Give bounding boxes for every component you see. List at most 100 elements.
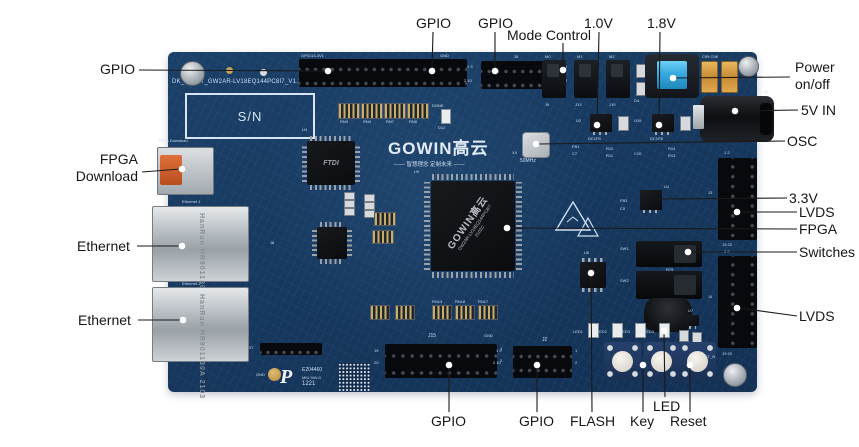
gnd-gold-pad — [268, 368, 281, 381]
done-led-silkscreen: DONE — [432, 103, 444, 108]
u4-silkscreen: U4 — [302, 127, 308, 132]
led1 — [588, 323, 599, 338]
j5-pin-numbers: 2 10 — [464, 78, 472, 83]
c10-silkscreen: C10 — [634, 151, 642, 156]
j4-pin1920-silkscreen: 19 20 — [722, 351, 733, 356]
j5-pin-numbers: 2 — [565, 78, 568, 83]
fpga-chip: GOWIN高云 GW2AR-LV18EQ144PC8I7 2102C — [424, 174, 522, 278]
c7-silkscreen: C7 — [572, 151, 578, 156]
callout-ethernet-top: Ethernet — [77, 238, 130, 254]
led1-silkscreen: LED1 — [573, 329, 584, 334]
callout-switches: Switches — [799, 244, 856, 260]
rn7-silkscreen: RN7 — [386, 119, 395, 124]
j5-pin-numbers: 1 — [565, 64, 568, 69]
sw1-silkscreen: SW1 — [620, 246, 629, 251]
resistor-network — [395, 305, 415, 320]
passive-part — [344, 192, 355, 200]
small-header-strip — [260, 343, 322, 355]
callout-mode-control: Mode Control — [507, 27, 592, 43]
u2-silkscreen: U2 — [576, 118, 582, 123]
gpio-header-bottom-2 — [513, 346, 572, 378]
r11-silkscreen: R11 — [606, 153, 614, 158]
u7-silkscreen: U7 — [688, 308, 694, 313]
slide-switch-sw2 — [636, 271, 702, 299]
j15-pin-numbers: 1 — [500, 346, 503, 351]
passive-part — [679, 330, 689, 342]
resistor-network — [407, 103, 429, 119]
mode-jumper-silkscreen: M0 — [545, 54, 551, 59]
gpio-header-top-1 — [299, 59, 467, 87]
c5-silkscreen: C5 — [620, 206, 626, 211]
callout-key: Key — [630, 413, 655, 429]
resistor-network — [361, 103, 383, 119]
j15-pin-numbers: 2 — [500, 358, 503, 363]
callout-5v-in: 5V IN — [801, 102, 837, 118]
callout-gpio-top-1: GPIO — [416, 15, 452, 31]
callout-gpio-left: GPIO — [100, 61, 136, 77]
j3-pin12-silkscreen: 1 2 — [724, 150, 730, 155]
cap-c6 — [618, 116, 629, 131]
callout-1v8: 1.8V — [647, 15, 676, 31]
j3-silkscreen: J3 — [708, 190, 713, 195]
r79-silkscreen: R79 — [666, 267, 674, 272]
regulator-u1 — [640, 190, 662, 213]
slide-switch-sw1 — [636, 241, 702, 267]
passive-part — [344, 208, 355, 216]
osc-freq-silkscreen: 50MHz — [520, 158, 536, 164]
resistor-cluster — [372, 230, 394, 244]
resistor-network — [370, 305, 390, 320]
fpga-download-silkscreen: FPGA Download — [158, 138, 188, 143]
ethernet-jack-1: HanRun HR901130A 2103 — [152, 206, 249, 318]
callout-lvds-bottom: LVDS — [799, 308, 835, 324]
r14-silkscreen: R14 — [668, 146, 676, 151]
u6-silkscreen: U6 — [584, 250, 590, 255]
dc1p0-silkscreen: DC1P0 — [588, 136, 601, 141]
ethernet-jack-2: HanRun HR901130A 2103 — [152, 287, 249, 399]
resistor-network — [384, 103, 406, 119]
ul-logo: P — [280, 366, 293, 388]
resistor-network — [432, 305, 452, 320]
j5-silkscreen: J5 — [514, 54, 519, 59]
j2-pin-numbers: 1 9 — [496, 348, 502, 353]
gnd-silkscreen: GND — [440, 53, 449, 58]
mode-jumper-1 — [542, 60, 566, 98]
rn3-silkscreen: RN3 — [340, 119, 349, 124]
callout-flash: FLASH — [570, 413, 616, 429]
j13-silkscreen: J13 — [575, 102, 582, 107]
j2-silkscreen: J2 — [542, 337, 548, 343]
lvds-header-j4 — [718, 256, 757, 348]
r12-silkscreen: R12 — [606, 146, 614, 151]
callout-lvds-top: LVDS — [799, 204, 835, 220]
board-title-silkscreen: DK_START_GW2AR-LV18EQ144PC8I7_V1.1 — [172, 79, 302, 85]
fb1-silkscreen: FB1 — [572, 144, 580, 149]
ul-rating-silkscreen: MIU 94V-0 — [302, 375, 321, 380]
j8-silkscreen: J8 — [270, 240, 275, 245]
callout-3v3: 3.3V — [789, 190, 818, 206]
led2 — [612, 323, 623, 338]
screw-bottom-right — [723, 363, 747, 387]
mode-jumper-3 — [606, 60, 630, 98]
resistor-network — [478, 305, 498, 320]
j2-pin-numbers: 1 — [575, 348, 578, 353]
datamatrix-code — [338, 363, 370, 391]
gowin-tagline-silkscreen: —— 智慧理念 定制未来 —— — [394, 162, 465, 168]
u9-silkscreen: U9 — [414, 169, 420, 174]
j3-pin1920-silkscreen: 19 20 — [722, 242, 733, 247]
j15-pin-numbers: 20 — [374, 360, 379, 365]
fiducial-pad — [260, 69, 267, 76]
callout-gpio-top-2: GPIO — [478, 15, 514, 31]
mode-jumper-2 — [574, 60, 598, 98]
mode-jumper-silkscreen: M1 — [577, 54, 583, 59]
gpio-header-silkscreen: GPIO13-3V1 — [301, 53, 324, 58]
resistor-cluster — [374, 212, 396, 226]
gowin-logo-silkscreen: GOWIN高云 — [388, 139, 489, 158]
serial-number-box: S/N — [185, 93, 315, 139]
screw-top-left — [180, 61, 205, 86]
resistor-network — [338, 103, 360, 119]
led3 — [635, 323, 646, 338]
led4-silkscreen: LED4 — [644, 329, 655, 334]
d12-silkscreen: D12 — [438, 125, 446, 130]
